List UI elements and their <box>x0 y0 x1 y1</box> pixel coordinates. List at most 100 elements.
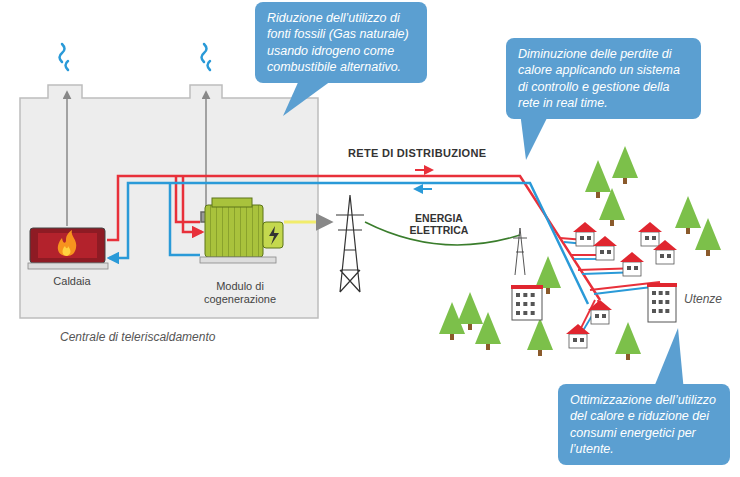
exhaust-arrow <box>205 92 207 212</box>
office-building <box>523 302 527 306</box>
office-building <box>531 302 535 306</box>
house <box>653 240 677 264</box>
office-building <box>652 309 656 313</box>
office-building <box>523 293 527 297</box>
tree <box>612 146 638 178</box>
power-line <box>336 195 364 292</box>
office-building <box>511 285 543 320</box>
house <box>634 266 638 270</box>
office-building <box>512 288 542 320</box>
pipes <box>415 169 432 171</box>
callout-text: Riduzione dell’utilizzo di fonti fossili… <box>267 10 415 75</box>
engine <box>263 222 283 248</box>
energy-label: ENERGIA ELETTRICA <box>400 212 478 236</box>
house <box>573 222 597 246</box>
tree <box>527 318 553 356</box>
part-label: Modulo di cogenerazione <box>188 280 292 306</box>
office-building <box>659 309 663 313</box>
engine <box>205 205 263 257</box>
cogeneration-box: Modulo di cogenerazione <box>188 202 292 306</box>
power-line <box>284 195 527 292</box>
office-building <box>665 300 669 304</box>
office-building <box>665 309 669 313</box>
smoke <box>202 44 207 62</box>
callout-tail <box>283 78 335 116</box>
house <box>623 262 641 276</box>
callout-tail <box>520 112 550 160</box>
tree <box>585 160 611 192</box>
smoke <box>66 61 69 70</box>
tree <box>675 196 701 234</box>
office-building <box>647 283 677 322</box>
exhaust-arrow <box>67 92 211 226</box>
house <box>620 252 644 276</box>
callout-bubble: Riduzione dell’utilizzo di fonti fossili… <box>255 2 427 83</box>
power-line <box>284 221 330 224</box>
users-label: Utenze <box>684 292 722 306</box>
boiler <box>28 228 108 269</box>
engine <box>212 198 252 207</box>
tree <box>695 218 721 256</box>
office-building <box>648 286 676 322</box>
pipes <box>183 176 202 232</box>
callout-text: Diminuzione delle perdite di calore appl… <box>518 46 689 111</box>
tree <box>585 160 611 198</box>
tree <box>457 292 483 330</box>
tree <box>599 188 625 220</box>
house <box>600 250 604 254</box>
boiler <box>28 263 108 269</box>
house <box>587 236 591 240</box>
house <box>588 300 612 324</box>
callout-bubble: Ottimizzazione dell’utilizzo del calore … <box>558 384 730 465</box>
house <box>602 314 606 318</box>
tree <box>599 188 625 226</box>
engine <box>200 257 276 263</box>
house <box>566 324 590 348</box>
smoke <box>208 61 211 70</box>
smoke <box>60 44 211 70</box>
tree <box>475 312 501 350</box>
network-label: RETE DI DISTRIBUZIONE <box>348 147 486 159</box>
house <box>576 232 594 246</box>
pipes <box>170 183 200 255</box>
building <box>20 85 318 318</box>
tree <box>695 218 721 250</box>
smoke <box>60 44 65 62</box>
plant-building: Centrale di teleriscaldamentoCaldaiaModu… <box>20 98 318 318</box>
part-label: Caldaia <box>26 275 118 288</box>
office-building <box>511 285 543 289</box>
boiler <box>30 228 105 263</box>
tree <box>527 318 553 350</box>
office-building <box>531 311 535 315</box>
house <box>667 254 671 258</box>
boiler <box>63 246 71 256</box>
pipes <box>107 170 600 304</box>
caption-heading: Centrale di teleriscaldamento <box>60 330 215 344</box>
tree <box>612 146 638 184</box>
village <box>439 146 721 360</box>
exhaust-arrow <box>66 92 68 226</box>
house <box>569 334 587 348</box>
callout-tail <box>652 328 684 392</box>
house <box>566 324 590 334</box>
tree <box>675 196 701 228</box>
office-building <box>516 293 520 297</box>
office-building <box>516 311 520 315</box>
office-building <box>652 300 656 304</box>
house <box>573 222 597 232</box>
engine <box>269 226 279 245</box>
callout-bubble: Diminuzione delle perdite di calore appl… <box>506 38 701 119</box>
pipes <box>109 183 588 304</box>
house <box>653 240 677 250</box>
office-building <box>659 300 663 304</box>
engine <box>200 198 283 263</box>
house <box>595 314 599 318</box>
boiler <box>58 230 76 256</box>
house <box>620 252 644 262</box>
tree <box>535 256 561 288</box>
building <box>20 85 318 318</box>
tree <box>615 322 641 354</box>
house <box>641 232 659 246</box>
office-building <box>531 293 535 297</box>
